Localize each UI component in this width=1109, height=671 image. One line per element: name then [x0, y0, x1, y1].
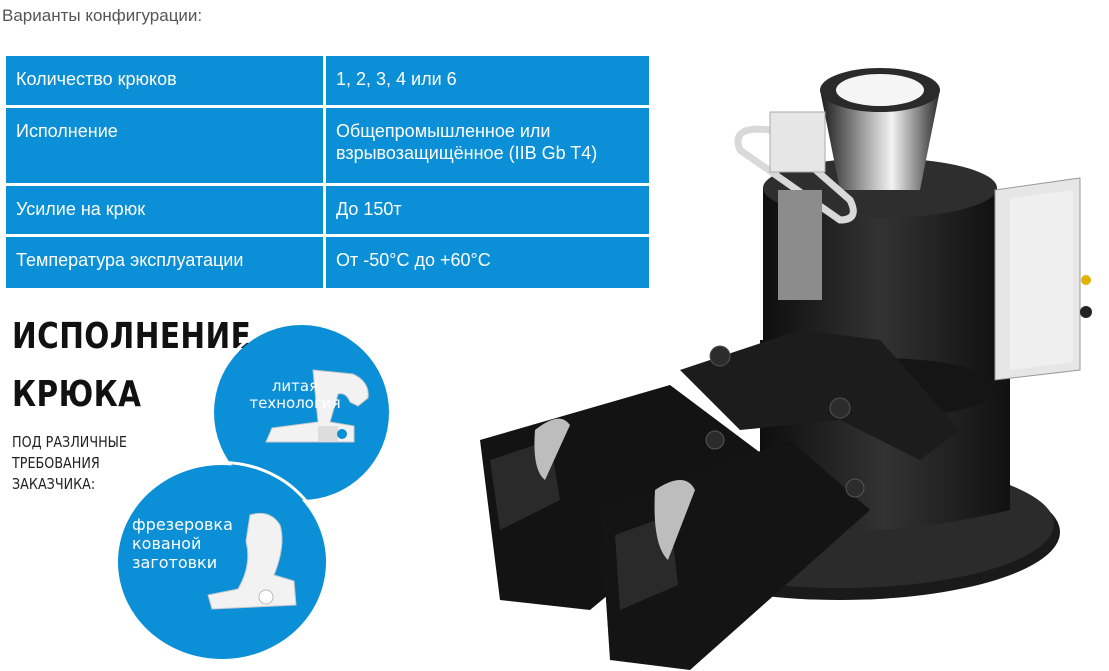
row-label: Усилие на крюк: [6, 186, 323, 234]
forged-hook-icon: [207, 512, 297, 610]
cast-hook-label-line: технология: [249, 394, 341, 412]
forged-hook-label-line: кованой: [132, 534, 202, 553]
table-row: Температура эксплуатации От -50°C до +60…: [6, 237, 649, 288]
row-label: Исполнение: [6, 108, 323, 183]
row-value: 1, 2, 3, 4 или 6: [326, 56, 649, 105]
cast-hook-label: литая технология: [240, 378, 350, 412]
hook-subtitle-line: ПОД РАЗЛИЧНЫЕ: [12, 433, 127, 451]
hook-title-line1: ИСПОЛНЕНИЕ: [12, 316, 252, 357]
cast-hook-icon: [265, 369, 369, 443]
release-hook-machine-image: [480, 68, 1092, 670]
row-label: Температура эксплуатации: [6, 237, 323, 288]
table-row: Исполнение Общепромышленное или взрывоза…: [6, 108, 649, 183]
row-label: Количество крюков: [6, 56, 323, 105]
forged-hook-label-line: фрезеровка: [132, 515, 233, 534]
forged-hook-label: фрезеровка кованой заготовки: [132, 515, 233, 572]
page-heading: Варианты конфигурации:: [2, 6, 203, 25]
forged-hook-ring: [114, 461, 330, 663]
table-row: Количество крюков 1, 2, 3, 4 или 6: [6, 56, 649, 105]
row-value: Общепромышленное или взрывозащищённое (I…: [326, 108, 649, 183]
hook-subtitle-line: ТРЕБОВАНИЯ: [12, 454, 100, 472]
spec-table: Количество крюков 1, 2, 3, 4 или 6 Испол…: [6, 56, 649, 291]
hook-subtitle-line: ЗАКАЗЧИКА:: [12, 475, 96, 493]
cast-hook-label-line: литая: [271, 377, 319, 395]
hook-subtitle: ПОД РАЗЛИЧНЫЕ ТРЕБОВАНИЯ ЗАКАЗЧИКА:: [12, 432, 127, 495]
row-value: До 150т: [326, 186, 649, 234]
row-value: От -50°C до +60°C: [326, 237, 649, 288]
table-row: Усилие на крюк До 150т: [6, 186, 649, 234]
forged-hook-label-line: заготовки: [132, 553, 218, 572]
hook-title-line2: КРЮКА: [12, 374, 142, 415]
